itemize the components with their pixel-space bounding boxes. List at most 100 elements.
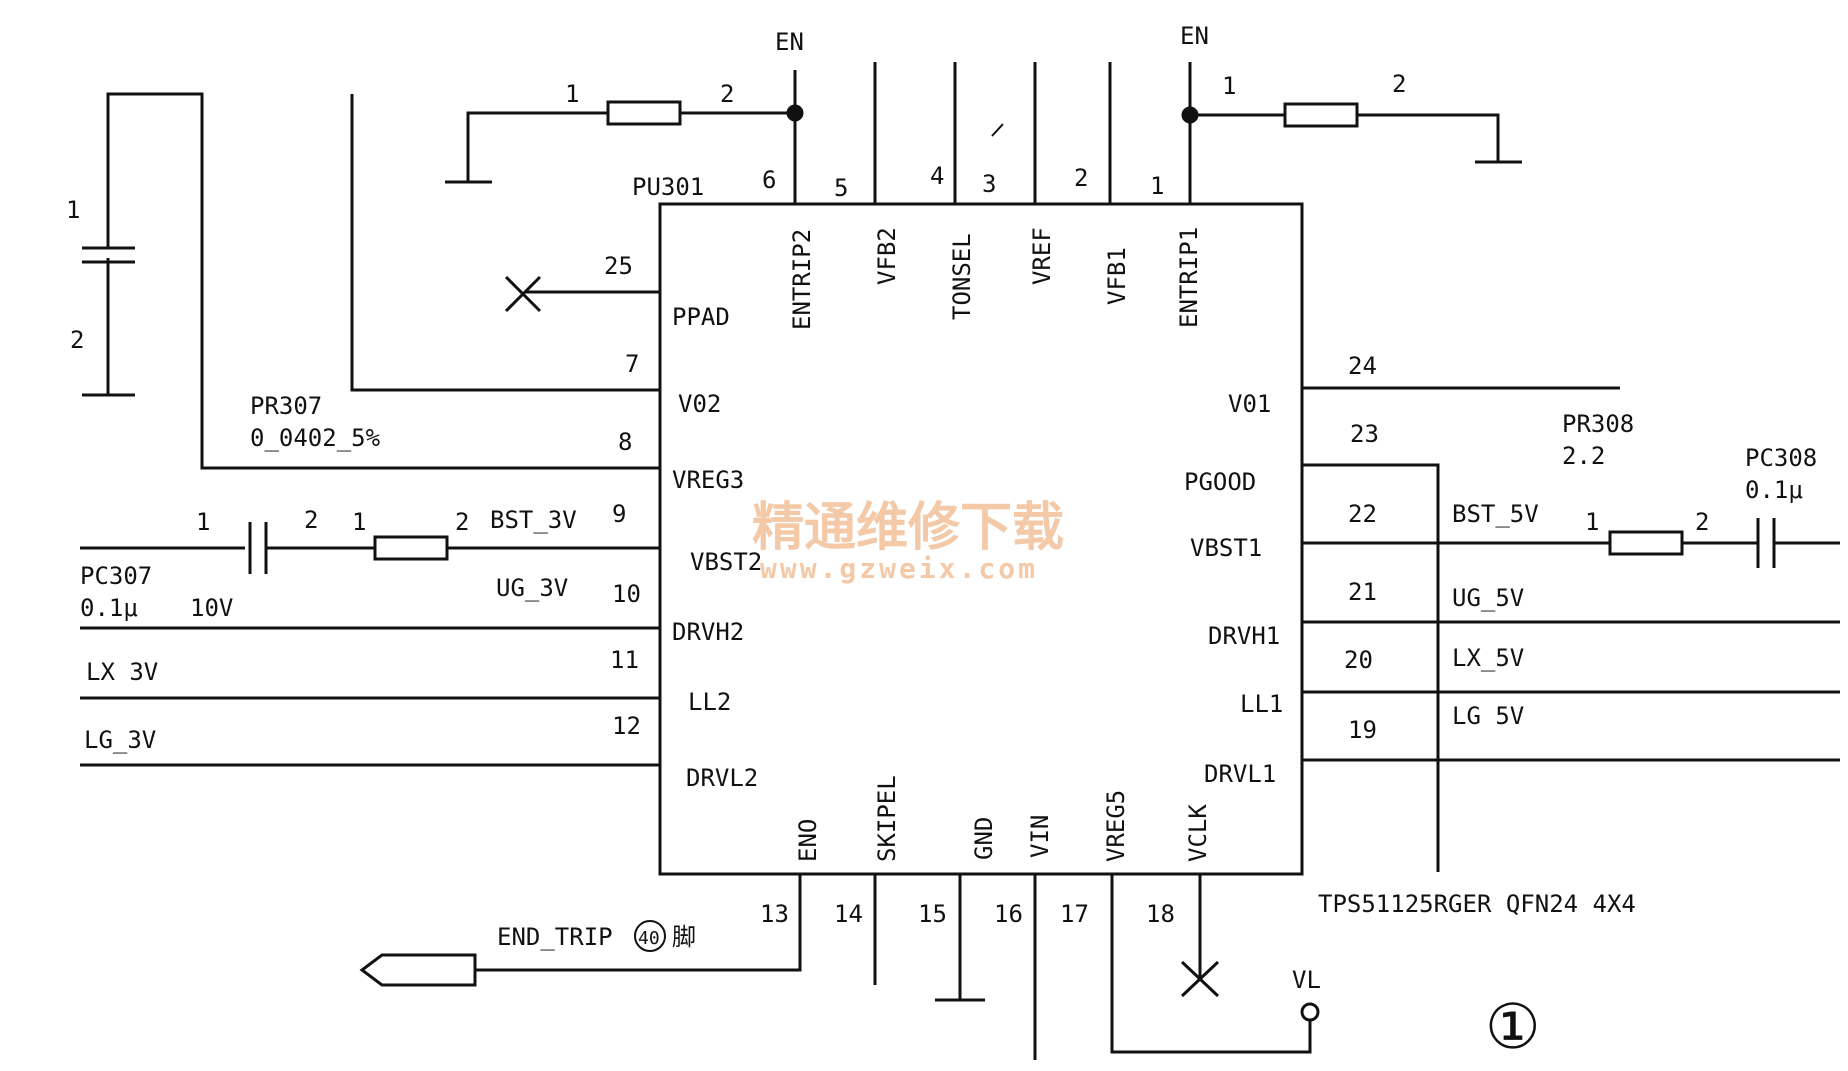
en-right-network: EN 1 2 [1180,22,1522,164]
left-pin-10-drvh2: UG_3V 10 DRVH2 [80,574,744,646]
svg-text:16: 16 [994,900,1023,928]
svg-text:DRVH2: DRVH2 [672,618,744,646]
svg-text:1: 1 [1222,72,1236,100]
svg-text:18: 18 [1146,900,1175,928]
bottom-pin-18-vclk: 18 VCLK [1146,804,1220,998]
left-pin-7-v02: 7 V02 [350,94,721,418]
right-pin-24-v01: 24 V01 [1228,352,1620,418]
svg-text:PR308: PR308 [1562,410,1634,438]
svg-text:17: 17 [1060,900,1089,928]
svg-text:2: 2 [70,326,84,354]
svg-text:V02: V02 [678,390,721,418]
svg-text:VFB1: VFB1 [1103,247,1131,305]
right-pin-22-vbst1: 22 VBST1 BST_5V 1 2 PR308 2.2 PC308 0.1μ [1190,410,1840,568]
svg-text:1: 1 [66,196,80,224]
right-pin-20-ll1: 20 LL1 LX_5V [1240,644,1840,718]
svg-text:25: 25 [604,252,633,280]
top-pin-4: 4 TONSEL [930,62,976,320]
svg-text:DRVL1: DRVL1 [1204,760,1276,788]
ic-ref: PU301 [632,173,704,201]
svg-text:4: 4 [930,162,944,190]
svg-text:0.1μ: 0.1μ [1745,476,1803,504]
svg-text:2: 2 [720,80,734,108]
bottom-pin-15-gnd: 15 GND [918,817,998,1002]
top-pin-1: 1 ENTRIP1 [1150,62,1203,328]
svg-text:LL1: LL1 [1240,690,1283,718]
svg-text:0_0402_5%: 0_0402_5% [250,424,381,452]
svg-text:2: 2 [1392,70,1406,98]
top-pin-6: 6 ENTRIP2 [762,70,816,330]
svg-text:VFB2: VFB2 [873,227,901,285]
svg-text:V01: V01 [1228,390,1271,418]
svg-text:VBST2: VBST2 [690,548,762,576]
figure-marker: ① [1485,990,1541,1063]
bottom-pin-17-vreg5: VL 17 VREG5 [1060,790,1321,1054]
ic-part-number: TPS51125RGER QFN24 4X4 [1318,890,1636,918]
svg-text:2: 2 [1074,164,1088,192]
svg-text:2.2: 2.2 [1562,442,1605,470]
svg-text:LG 5V: LG 5V [1452,702,1524,730]
svg-text:END_TRIP: END_TRIP [497,923,613,951]
capacitor-left: 1 2 [66,92,660,470]
svg-text:脚: 脚 [672,923,696,951]
svg-text:22: 22 [1348,500,1377,528]
svg-text:40: 40 [638,928,660,949]
svg-text:UG_5V: UG_5V [1452,584,1524,612]
svg-text:1: 1 [1585,508,1599,536]
watermark-url: www.gzweix.com [760,552,1038,585]
svg-text:2: 2 [455,508,469,536]
svg-text:5: 5 [834,174,848,202]
svg-text:ENO: ENO [794,819,822,862]
svg-text:PGOOD: PGOOD [1184,468,1256,496]
svg-text:7: 7 [625,350,639,378]
left-pin-8-vreg3: PR307 0_0402_5% 8 VREG3 [250,392,744,494]
left-pin-11-ll2: LX 3V 11 LL2 [80,646,731,716]
svg-text:TONSEL: TONSEL [948,233,976,320]
svg-text:21: 21 [1348,578,1377,606]
svg-text:UG_3V: UG_3V [496,574,568,602]
right-pin-21-drvh1: 21 DRVH1 UG_5V [1208,578,1840,650]
left-pin-25-ppad: 25 PPAD [504,252,730,331]
svg-text:19: 19 [1348,716,1377,744]
en-left-network: EN 1 2 [445,28,804,184]
svg-text:11: 11 [610,646,639,674]
svg-text:15: 15 [918,900,947,928]
svg-text:VIN: VIN [1026,815,1054,858]
svg-text:VREG5: VREG5 [1102,790,1130,862]
svg-text:VBST1: VBST1 [1190,534,1262,562]
svg-text:0.1μ: 0.1μ [80,594,138,622]
svg-text:ENTRIP1: ENTRIP1 [1175,227,1203,328]
svg-text:3: 3 [982,170,996,198]
left-pin-12-drvl2: LG_3V 12 DRVL2 [80,712,758,792]
top-pin-5: 5 VFB2 [834,62,901,285]
svg-text:1: 1 [352,508,366,536]
left-pin-9-vbst2: 1 2 1 2 BST_3V 9 VBST2 PC307 0.1μ 10V [80,500,762,622]
svg-text:10V: 10V [190,594,233,622]
svg-text:23: 23 [1350,420,1379,448]
svg-text:2: 2 [1695,508,1709,536]
svg-text:2: 2 [304,506,318,534]
bottom-pin-14-skipel: 14 SKIPEL [834,775,901,985]
svg-text:PR307: PR307 [250,392,322,420]
right-pin-19-drvl1: 19 DRVL1 LG 5V [1204,702,1840,788]
svg-text:PC307: PC307 [80,562,152,590]
top-pin-3: 3 VREF [982,62,1056,285]
svg-text:20: 20 [1344,646,1373,674]
ic-body [658,202,1304,876]
right-pin-23-pgood: 23 PGOOD [1184,420,1440,872]
svg-text:DRVL2: DRVL2 [686,764,758,792]
svg-text:12: 12 [612,712,641,740]
svg-text:EN: EN [775,28,804,56]
svg-text:1: 1 [1150,172,1164,200]
svg-text:VREF: VREF [1028,227,1056,285]
top-pin-2: 2 VFB1 [1074,62,1131,305]
svg-text:10: 10 [612,580,641,608]
svg-text:14: 14 [834,900,863,928]
svg-text:9: 9 [612,500,626,528]
svg-text:SKIPEL: SKIPEL [873,775,901,862]
svg-text:PC308: PC308 [1745,444,1817,472]
svg-text:EN: EN [1180,22,1209,50]
svg-text:LX 3V: LX 3V [86,658,158,686]
bottom-pin-13-eno: 13 ENO END_TRIP 40 脚 [359,819,822,987]
